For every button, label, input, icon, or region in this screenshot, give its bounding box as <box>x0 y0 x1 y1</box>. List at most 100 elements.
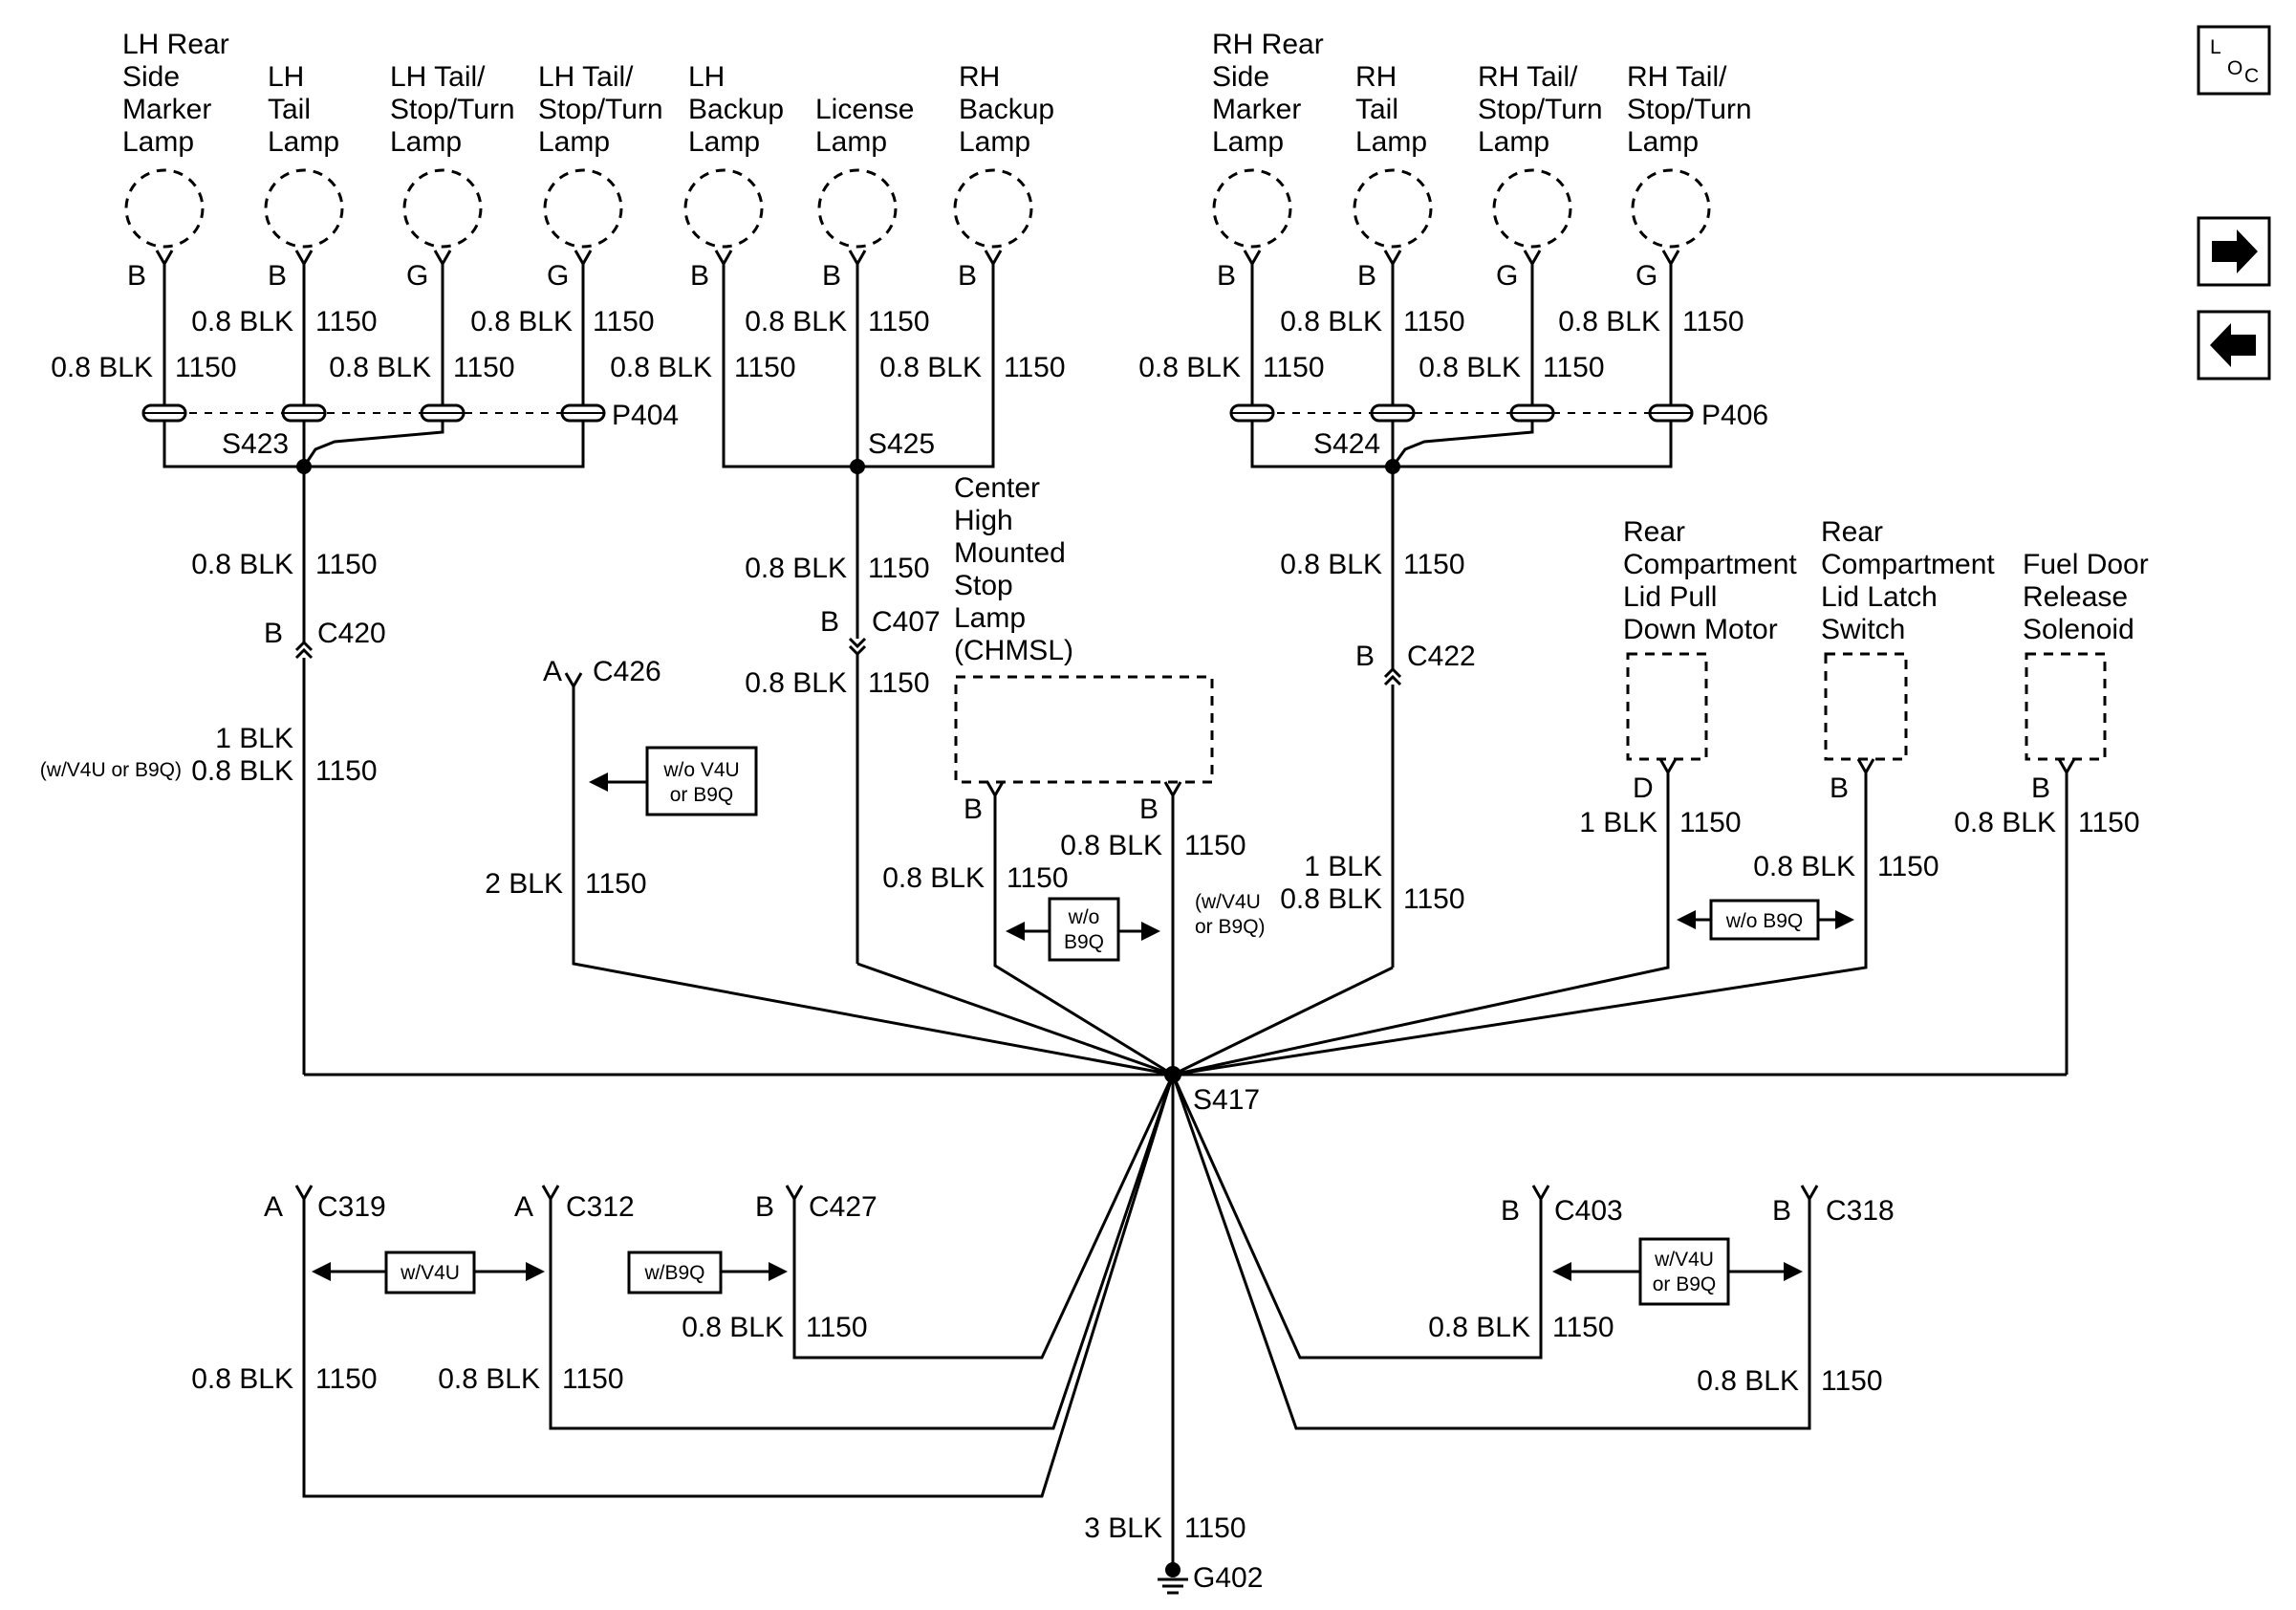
lamp-label: Mounted <box>954 537 1066 569</box>
wire-size: 0.8 BLK <box>1138 352 1241 383</box>
lamp-label: RH Tail/ <box>1478 61 1578 93</box>
lamp-label: License <box>815 94 914 125</box>
wire-size: 0.8 BLK <box>191 755 293 787</box>
pin-letter: B <box>1501 1195 1520 1227</box>
lamp-icon <box>1631 168 1711 249</box>
pin-letter: B <box>964 794 983 825</box>
lamp-label: Lamp <box>954 602 1026 634</box>
option-box-wo-v4u <box>645 746 758 816</box>
wire-size: 3 BLK <box>1084 1512 1162 1544</box>
wire-circuit: 1150 <box>315 755 378 787</box>
connector-p404-label: P404 <box>612 400 679 431</box>
wire-circuit: 1150 <box>1543 352 1605 383</box>
wire-circuit: 1150 <box>453 352 515 383</box>
lamp-label: Lamp <box>688 126 760 158</box>
lamp-labels: LH Rear Side Marker Lamp LH Tail Lamp LH… <box>122 29 2149 666</box>
previous-page-button[interactable] <box>2197 310 2271 381</box>
lamp-icon <box>817 168 898 249</box>
wire-size: 0.8 BLK <box>191 1363 293 1395</box>
lamp-label: Lamp <box>1627 126 1699 158</box>
component-boxes <box>954 652 2107 784</box>
wire-size: 0.8 BLK <box>438 1363 540 1395</box>
component-label: Compartment <box>1821 549 1995 580</box>
lamp-label: Stop/Turn <box>1478 94 1603 125</box>
option-text: or B9Q <box>1653 1273 1717 1295</box>
splice-s423-dot <box>296 459 312 474</box>
pin-letter: B <box>1139 794 1159 825</box>
fuel-door-box <box>2025 652 2107 761</box>
chmsl-box <box>954 675 1214 784</box>
lamp-label: RH <box>1355 61 1397 93</box>
arrow-right-icon <box>2212 229 2258 273</box>
next-page-button[interactable] <box>2197 216 2271 287</box>
wire-size: 0.8 BLK <box>1280 306 1382 337</box>
lamp-icon <box>953 168 1033 249</box>
pass-through-p406 <box>1229 403 1694 423</box>
wire-size: 0.8 BLK <box>882 862 985 894</box>
wire-size: 0.8 BLK <box>745 553 847 584</box>
lamp-label: Side <box>1212 61 1269 93</box>
wire-circuit: 1150 <box>734 352 796 383</box>
wire-circuit: 1150 <box>1403 549 1465 580</box>
connector-c426-label: C426 <box>593 656 661 687</box>
pin-letter: B <box>127 260 146 292</box>
splice-s424-label: S424 <box>1313 428 1380 460</box>
pass-through-p404 <box>141 403 606 423</box>
pin-letter: B <box>1772 1195 1791 1227</box>
pin-letter: B <box>264 618 283 649</box>
wire-circuit: 1150 <box>315 549 378 580</box>
lamp-label: High <box>954 505 1013 536</box>
wire-circuit: 1150 <box>1682 306 1744 337</box>
location-button[interactable]: L O C <box>2197 25 2271 96</box>
lamp-label: Side <box>122 61 180 93</box>
option-note: (w/V4U or B9Q) <box>40 759 182 781</box>
wire-size: 2 BLK <box>485 868 563 900</box>
connector-c427-label: C427 <box>809 1191 877 1223</box>
pin-letter: B <box>2031 772 2050 804</box>
component-label: Down Motor <box>1623 614 1778 645</box>
lamp-label: Lamp <box>1212 126 1284 158</box>
wire-size: 0.8 BLK <box>51 352 153 383</box>
option-text: w/V4U <box>1654 1249 1714 1271</box>
wire-circuit: 1150 <box>806 1312 868 1343</box>
location-icon-o: O <box>2227 57 2242 79</box>
lamp-label: RH Tail/ <box>1627 61 1727 93</box>
wire-size: 0.8 BLK <box>329 352 431 383</box>
component-label: Lid Latch <box>1821 581 1938 613</box>
wire-size: 0.8 BLK <box>745 306 847 337</box>
lamp-icon <box>683 168 764 249</box>
lamp-label: Tail <box>268 94 311 125</box>
lamp-label: Lamp <box>268 126 339 158</box>
wire-circuit: 1150 <box>1184 1512 1246 1544</box>
wire-size: 1 BLK <box>1304 851 1382 882</box>
pin-letter: G <box>406 260 428 292</box>
lamp-label: LH <box>688 61 725 93</box>
wire-size: 0.8 BLK <box>1280 883 1382 915</box>
lamp-label: (CHMSL) <box>954 635 1073 666</box>
pin-letter: B <box>755 1191 774 1223</box>
lamp-label: LH <box>268 61 304 93</box>
lamp-icon <box>543 168 623 249</box>
wire-circuit: 1150 <box>585 868 647 900</box>
wire-circuit: 1150 <box>1184 830 1246 861</box>
component-label: Solenoid <box>2023 614 2134 645</box>
wire-size: 0.8 BLK <box>1060 830 1162 861</box>
pin-letter: G <box>547 260 569 292</box>
wire-size: 0.8 BLK <box>682 1312 784 1343</box>
lamp-label: Stop/Turn <box>390 94 515 125</box>
component-label: Rear <box>1821 516 1883 548</box>
lamp-label: LH Rear <box>122 29 229 60</box>
lamp-label: Marker <box>1212 94 1301 125</box>
pin-letter: B <box>958 260 977 292</box>
lamp-label: Stop/Turn <box>538 94 663 125</box>
pull-down-motor-box <box>1626 652 1708 761</box>
connector-c403-label: C403 <box>1554 1195 1623 1227</box>
component-label: Switch <box>1821 614 1905 645</box>
wire-size: 0.8 BLK <box>1419 352 1521 383</box>
wire-size: 0.8 BLK <box>1428 1312 1530 1343</box>
pin-letter: B <box>1355 641 1375 672</box>
wire-size: 0.8 BLK <box>1753 851 1855 882</box>
lamp-label: Marker <box>122 94 211 125</box>
wire-circuit: 1150 <box>1821 1365 1883 1397</box>
